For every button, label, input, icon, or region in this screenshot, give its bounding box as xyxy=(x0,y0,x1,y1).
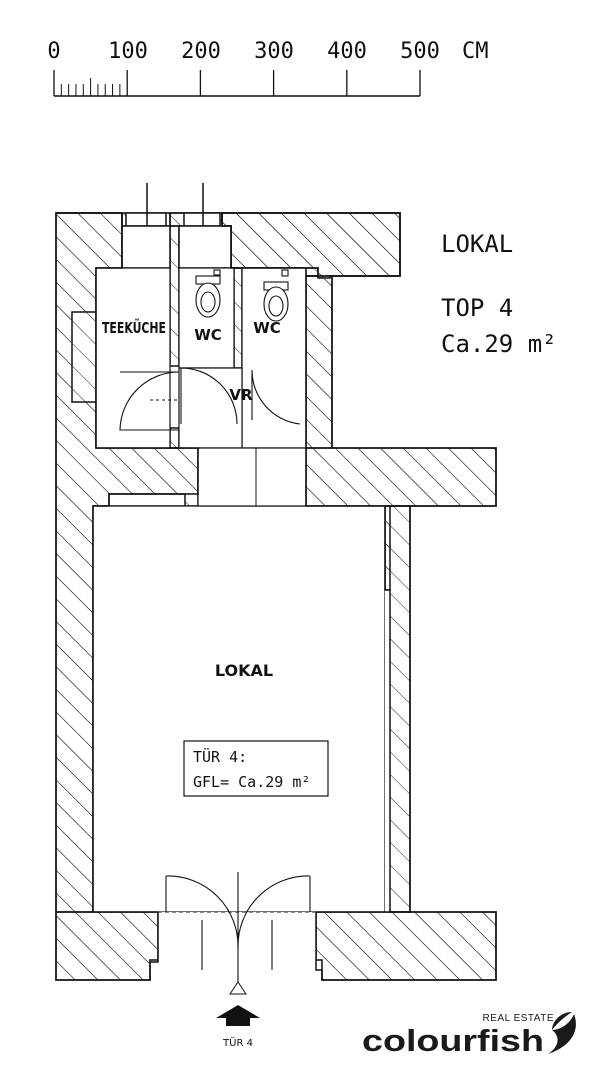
wall-bottom-right xyxy=(315,911,497,981)
entrance-label: TÜR 4 xyxy=(222,1036,253,1049)
info-block: LOKAL TOP 4 Ca.29 m² xyxy=(441,230,557,358)
window-left xyxy=(125,212,167,227)
info-unit: TOP 4 xyxy=(441,294,513,322)
scale-label-0: 0 xyxy=(47,39,60,64)
entrance-marker: TÜR 4 xyxy=(216,981,260,1049)
brand-name: colourfish xyxy=(362,1023,544,1058)
scale-unit-label: CM xyxy=(462,39,489,64)
shaft-left xyxy=(121,225,171,269)
area-box-line1: TÜR 4: xyxy=(193,747,247,766)
label-vr: VR xyxy=(229,386,253,404)
room-corridor xyxy=(197,447,307,507)
scale-label-200: 200 xyxy=(181,39,221,64)
area-box: TÜR 4: GFL= Ca.29 m² xyxy=(183,740,329,797)
room-teekueche xyxy=(95,267,171,449)
window-right xyxy=(183,212,221,227)
wall-right-column xyxy=(384,505,411,913)
fixtures xyxy=(195,269,289,322)
doors xyxy=(119,367,316,994)
right-walls xyxy=(55,212,497,981)
info-area: Ca.29 m² xyxy=(441,330,557,358)
shaft-right xyxy=(178,225,232,269)
brand-logo: REAL ESTATE colourfish xyxy=(362,1012,576,1058)
wall-bottom-left xyxy=(55,911,159,981)
lintel-lokal xyxy=(108,493,186,507)
door-wc-right xyxy=(251,369,301,425)
label-lokal: LOKAL xyxy=(215,661,273,680)
wall-right-upper xyxy=(305,275,333,449)
wall-top-right-main xyxy=(221,212,401,277)
scale-bar: 0 100 200 300 400 500 CM xyxy=(47,39,489,97)
wall-right-ledge xyxy=(305,447,497,507)
room-lokal-right-strip xyxy=(385,590,390,912)
label-wc-right: WC xyxy=(253,319,281,337)
partition-kitchen xyxy=(169,225,180,367)
room-lokal xyxy=(92,505,386,913)
entrance-opening xyxy=(158,912,316,980)
scale-label-500: 500 xyxy=(400,39,440,64)
scale-label-400: 400 xyxy=(327,39,367,64)
scale-label-100: 100 xyxy=(108,39,148,64)
toilet-right xyxy=(263,269,289,322)
door-entrance-right xyxy=(237,875,311,949)
entrance-triangle xyxy=(229,981,247,995)
label-teekueche: TEEKÜCHE xyxy=(102,318,166,337)
fish-icon xyxy=(548,1012,576,1054)
brand-tagline: REAL ESTATE xyxy=(483,1013,554,1024)
scale-label-300: 300 xyxy=(254,39,294,64)
door-kitchen xyxy=(119,371,180,431)
door-wc-left xyxy=(180,367,238,425)
wall-left-column xyxy=(55,212,199,913)
scale-bar-ticks xyxy=(53,70,421,96)
area-box-line2: GFL= Ca.29 m² xyxy=(193,773,310,791)
info-title: LOKAL xyxy=(441,230,513,258)
door-entrance-left xyxy=(165,875,239,949)
corridor-lines xyxy=(95,268,306,507)
room-vr xyxy=(178,367,243,449)
toilet-left xyxy=(195,269,221,318)
partition-wc xyxy=(233,267,243,369)
label-wc-left: WC xyxy=(194,326,222,344)
room-interiors xyxy=(92,267,390,980)
entrance-arrow-icon xyxy=(216,1005,260,1026)
partition-kitchen-lower xyxy=(169,427,180,449)
